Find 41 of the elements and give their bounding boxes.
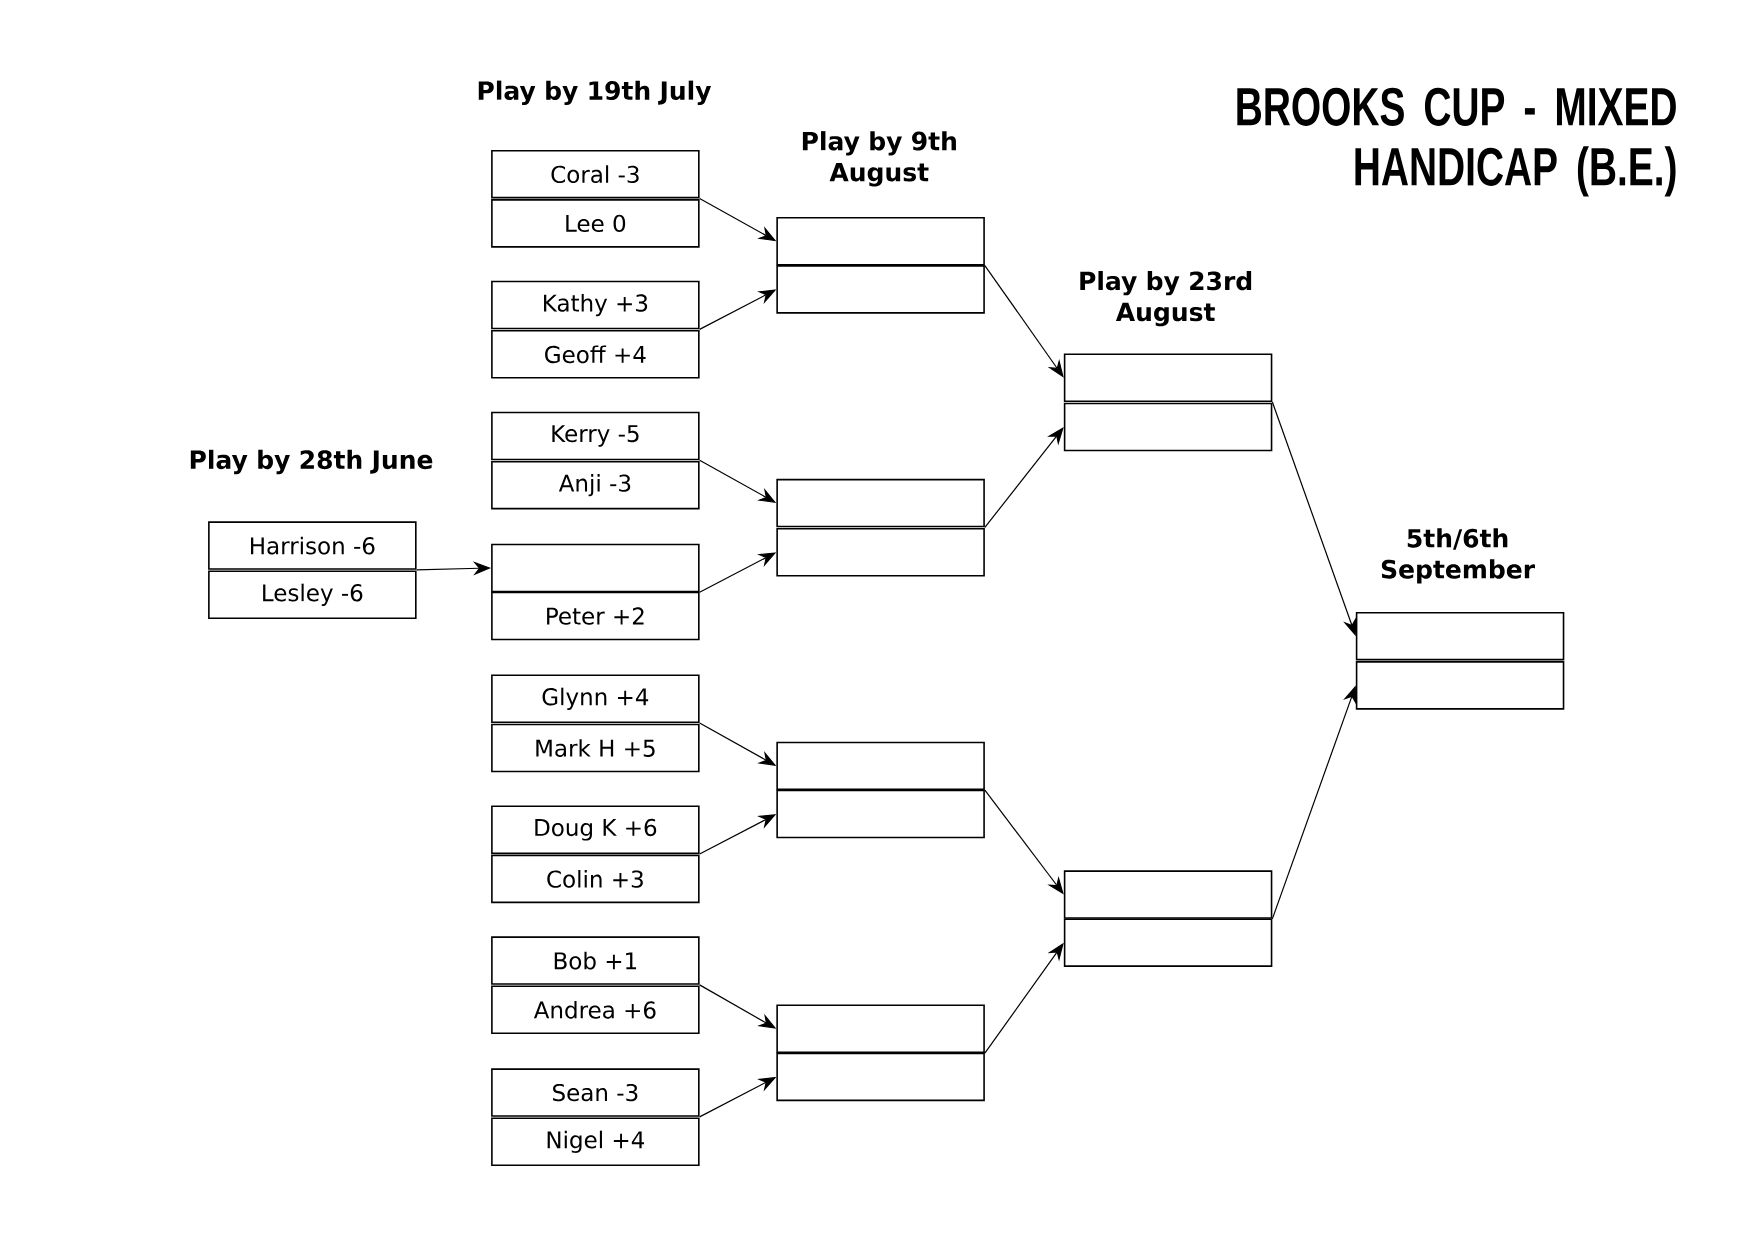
player-box: Kerry -5 — [491, 411, 700, 461]
player-box: Colin +3 — [491, 854, 700, 904]
player-box: Sean -3 — [491, 1068, 700, 1118]
title: BROOKS CUP - MIXED HANDICAP (B.E.) — [1237, 87, 1676, 197]
round-heading: 5th/6th September — [1381, 528, 1535, 584]
empty-box — [1063, 870, 1273, 920]
round-heading: Play by 28th June — [190, 450, 433, 475]
player-box: Peter +2 — [491, 592, 700, 641]
player-box: Kathy +3 — [491, 281, 700, 330]
player-box: Lee 0 — [491, 199, 700, 248]
player-box: Andrea +6 — [491, 985, 700, 1035]
round-heading: Play by 9th August — [802, 131, 956, 187]
player-box: Bob +1 — [491, 936, 700, 986]
arrow — [984, 265, 1064, 378]
player-box: Mark H +5 — [491, 723, 700, 773]
arrow — [984, 427, 1064, 529]
empty-box — [776, 265, 985, 314]
player-box: Anji -3 — [491, 461, 700, 510]
player-box: Doug K +6 — [491, 805, 700, 855]
empty-box — [776, 741, 985, 791]
empty-box — [1063, 402, 1273, 452]
empty-box — [491, 543, 700, 593]
empty-box — [776, 1004, 985, 1054]
empty-box — [776, 1052, 985, 1102]
round-heading: Play by 19th July — [478, 80, 712, 106]
player-box: Coral -3 — [491, 150, 700, 199]
player-box: Geoff +4 — [491, 330, 700, 379]
empty-box — [776, 528, 985, 577]
player-box: Harrison -6 — [208, 521, 417, 571]
player-box: Lesley -6 — [208, 570, 417, 620]
empty-box — [776, 789, 985, 839]
empty-box — [776, 479, 985, 528]
empty-box — [1355, 612, 1565, 661]
empty-box — [776, 217, 985, 266]
empty-box — [1355, 661, 1565, 710]
arrow — [984, 789, 1064, 895]
player-box: Glynn +4 — [491, 674, 700, 724]
player-box: Nigel +4 — [491, 1117, 700, 1167]
empty-box — [1063, 918, 1273, 968]
empty-box — [1063, 353, 1273, 403]
round-heading: Play by 23rd August — [1080, 271, 1252, 327]
